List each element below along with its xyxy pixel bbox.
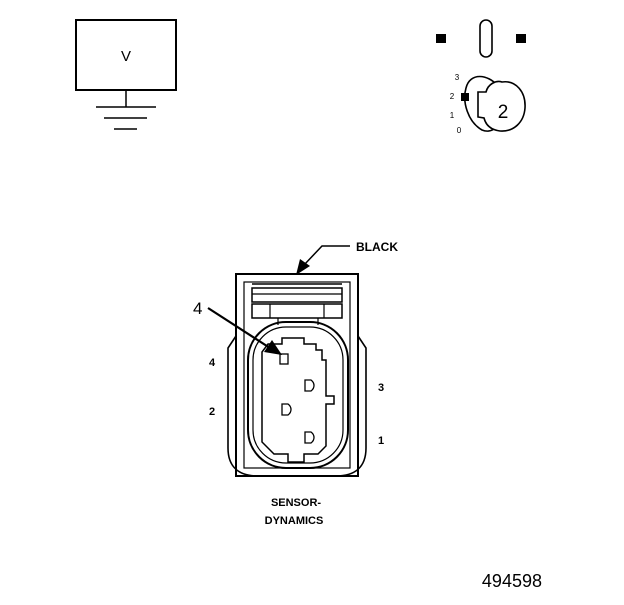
connector-inner-frame	[243, 281, 351, 469]
connector-color-label: BLACK	[356, 240, 398, 254]
voltmeter-symbol: V	[75, 19, 177, 130]
pin-label-4: 4	[209, 357, 216, 369]
terminal-block	[261, 337, 335, 463]
connector-left-wing	[227, 335, 259, 477]
connector-outer-frame	[235, 273, 359, 477]
connector-cavity-rim	[247, 321, 349, 469]
switch-position-1: 1	[450, 111, 455, 120]
pin-callout: 4	[193, 299, 282, 355]
color-leader-line	[303, 245, 350, 266]
pin-4-cavity	[279, 353, 289, 365]
connector-right-wing	[335, 335, 367, 477]
connector-name-line1: SENSOR-	[271, 497, 321, 509]
ignition-switch-symbol: 3 2 1 0 2	[436, 19, 526, 135]
switch-position-2: 2	[450, 92, 455, 101]
pin-1-cavity	[304, 431, 315, 444]
connector-body	[227, 273, 367, 477]
voltmeter-label: V	[121, 48, 131, 65]
color-arrowhead	[296, 259, 310, 275]
switch-left-contact	[436, 34, 446, 43]
switch-position-3: 3	[455, 73, 460, 82]
connector-cavity-rim-inner	[252, 326, 344, 464]
connector-name-line2: DYNAMICS	[265, 515, 324, 527]
switch-blade	[479, 19, 493, 58]
pin-3-cavity	[304, 379, 315, 392]
ground-icon	[96, 106, 156, 130]
pin-2-cavity	[281, 403, 292, 416]
connector-latch	[251, 283, 343, 325]
callout-number: 4	[193, 299, 202, 318]
color-callout: BLACK	[296, 240, 398, 275]
switch-pointer	[461, 93, 469, 101]
key-number: 2	[498, 102, 509, 123]
figure-id: 494598	[482, 571, 542, 591]
pin-label-3: 3	[378, 382, 384, 394]
pin-label-2: 2	[209, 406, 215, 418]
switch-position-0: 0	[457, 126, 462, 135]
switch-right-contact	[516, 34, 526, 43]
callout-arrow-line	[207, 307, 271, 349]
callout-arrowhead	[264, 340, 282, 355]
pin-label-1: 1	[378, 435, 384, 447]
key-shape	[477, 80, 526, 132]
